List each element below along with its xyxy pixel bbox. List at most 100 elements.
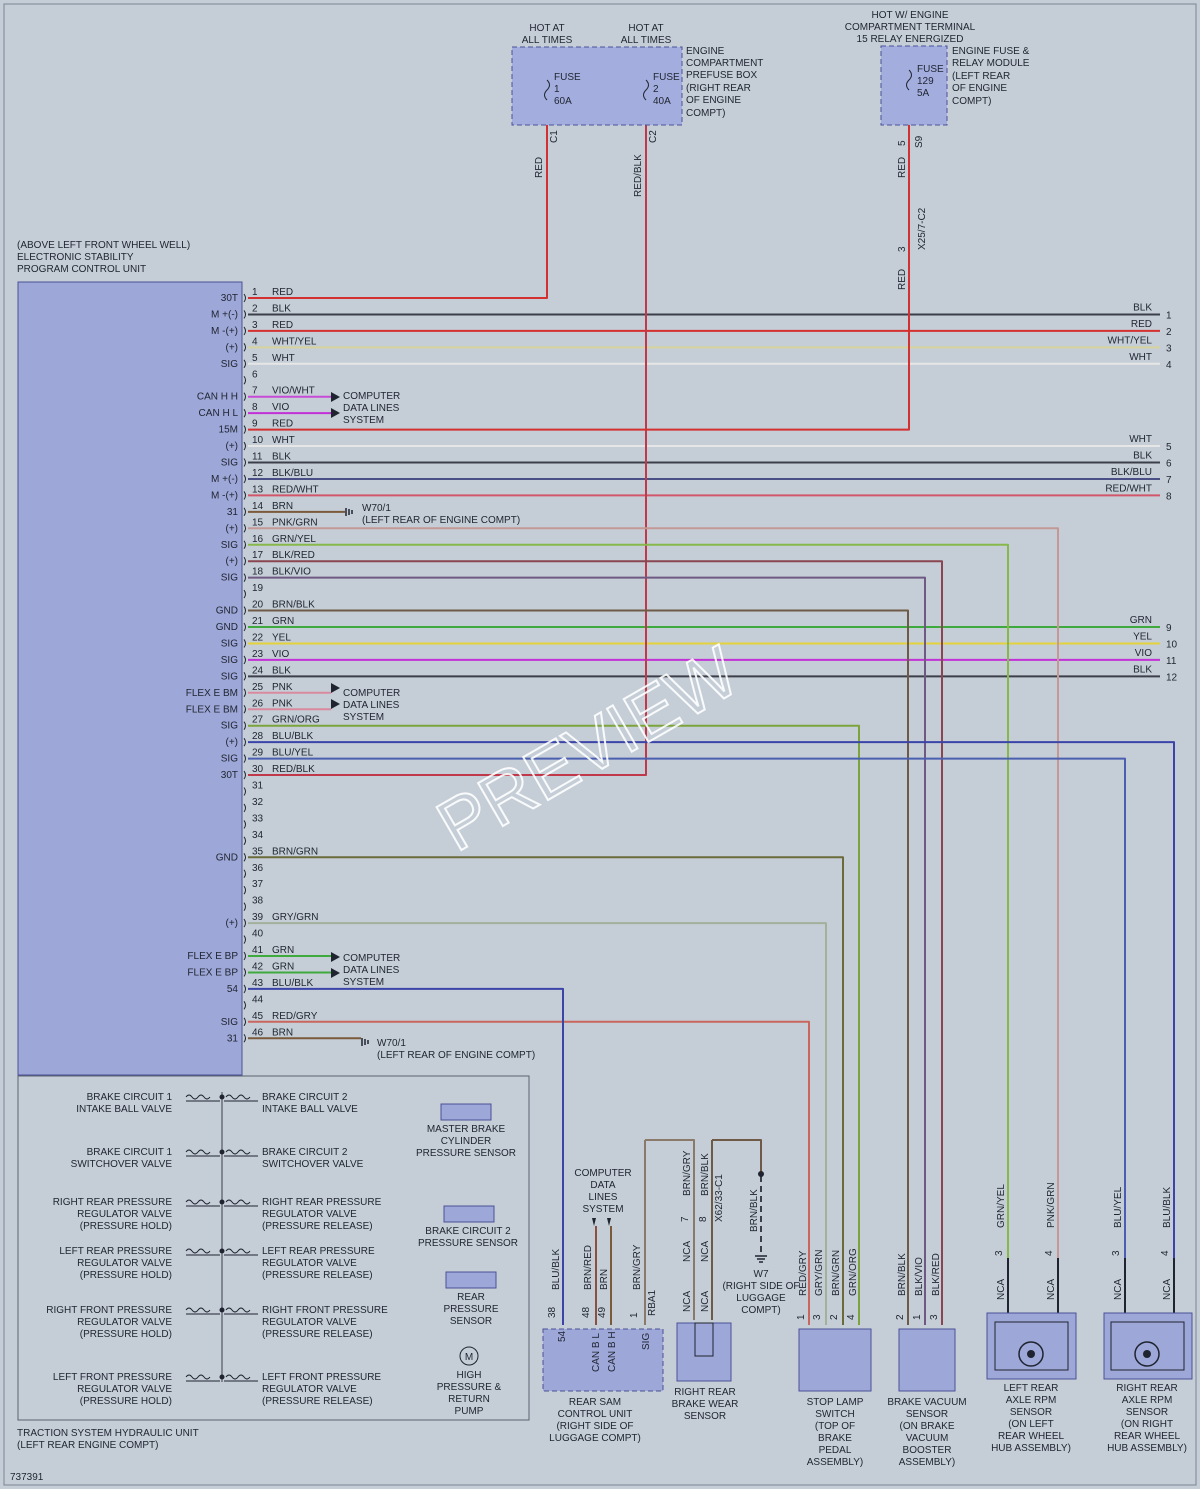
s9-label: S9: [914, 135, 925, 148]
master-brake-sensor-icon: [440, 1103, 492, 1121]
pin-wire-color-label: RED/BLK: [272, 764, 315, 775]
rear-sam-pinlabel-2: CAN B L: [591, 1333, 602, 1372]
w7-label-2: (RIGHT SIDE OF: [722, 1281, 799, 1292]
solenoid-icon: [224, 1307, 258, 1315]
pin-function-label: SIG: [221, 671, 238, 682]
pin-number: 11: [252, 452, 263, 463]
pin-function-label: (+): [226, 556, 239, 567]
right-rpm-wire-2: BLU/BLK: [1162, 1187, 1173, 1228]
pin-number: 16: [252, 534, 264, 545]
brake-wear-label-3: SENSOR: [684, 1411, 726, 1422]
pin-terminal-icon: [243, 853, 246, 862]
pin-function-label: GND: [216, 606, 238, 617]
right-wire-color-label: BLK: [1133, 451, 1152, 462]
pin-number: 21: [252, 616, 264, 627]
vacuum-wire-3: BLK/RED: [931, 1253, 942, 1296]
pin-number: 37: [252, 879, 264, 890]
rear-pressure-sensor-line3: SENSOR: [450, 1316, 492, 1327]
vacuum-label-5: BOOSTER: [903, 1445, 952, 1456]
hot-at-all-times-2-line2: ALL TIMES: [621, 35, 672, 46]
left-rpm-wire-2: PNK/GRN: [1046, 1182, 1057, 1228]
brake-wear-nca-1b: NCA: [682, 1291, 693, 1312]
solenoid-icon: [224, 1149, 258, 1157]
solenoid-icon: [185, 1094, 220, 1102]
wire-drop-pin-16: [248, 543, 1009, 1258]
pin-number: 30: [252, 764, 264, 775]
frame: [3, 3, 1197, 1486]
solenoid-icon: [185, 1374, 220, 1382]
fuse-129-line2: 129: [917, 76, 934, 87]
fuse-1-line2: 1: [554, 84, 560, 95]
valve-right-label: RIGHT FRONT PRESSURE: [262, 1305, 388, 1316]
vacuum-wire-2: BLK/VIO: [914, 1257, 925, 1296]
prefuse-label-3: PREFUSE BOX: [686, 70, 757, 81]
pin-number: 2: [252, 303, 258, 314]
brake-wear-pin-2: 8: [698, 1216, 709, 1222]
pin-number: 3: [252, 320, 258, 331]
circuit2-sensor-line2: PRESSURE SENSOR: [418, 1238, 518, 1249]
right-rpm-hub-icon: [1143, 1350, 1151, 1358]
brake-wear-nca-2b: NCA: [700, 1291, 711, 1312]
prefuse-box: HOT AT ALL TIMES HOT AT ALL TIMES FUSE 1…: [511, 23, 763, 197]
pin-terminal-icon: [243, 902, 246, 911]
pin-number: 32: [252, 797, 264, 808]
valve-left-label: BRAKE CIRCUIT 1: [87, 1147, 173, 1158]
pin-function-label: SIG: [221, 721, 238, 732]
valve-right-label: (PRESSURE RELEASE): [262, 1329, 373, 1340]
right-rear-rpm-sensor: BLU/YEL BLU/BLK 3 4 NCA NCA RIGHT REAR A…: [1103, 1186, 1193, 1454]
right-wire-color-label: GRN: [1130, 615, 1152, 626]
valve-left-label: RIGHT FRONT PRESSURE: [46, 1305, 172, 1316]
pin-number: 35: [252, 846, 264, 857]
cdl-2-line3: SYSTEM: [343, 712, 384, 723]
wire-drop-pin-35: [248, 856, 844, 1325]
pin-number: 26: [252, 698, 264, 709]
brake-wear-sensor: BRN/GRY BRN/BLK 7 8 X62/33-C1 NCA NCA NC…: [672, 1150, 739, 1422]
rear-sam-cdl-arrow-a: [592, 1218, 596, 1226]
pin-terminal-icon: [243, 820, 246, 829]
stop-lamp-pin-1: 1: [796, 1314, 807, 1320]
module-label-1: (ABOVE LEFT FRONT WHEEL WELL): [17, 240, 190, 251]
pin-function-label: SIG: [221, 754, 238, 765]
pin-number: 7: [252, 386, 258, 397]
stop-lamp-pin-3: 2: [829, 1314, 840, 1320]
relay-module-label-4: OF ENGINE: [952, 83, 1007, 94]
wire-drop-pin-45: [248, 1020, 810, 1325]
stop-lamp-label-6: ASSEMBLY): [807, 1457, 864, 1468]
esp-control-unit: (ABOVE LEFT FRONT WHEEL WELL) ELECTRONIC…: [17, 240, 320, 1076]
brake-wear-inner: [694, 1322, 714, 1357]
pin-terminal-icon: [243, 524, 246, 533]
brake-wear-splice: X62/33-C1: [714, 1174, 725, 1222]
pin-terminal-icon: [243, 441, 246, 451]
vacuum-pin-1: 2: [895, 1314, 906, 1320]
prefuse-box-outline: [511, 46, 683, 126]
pin-wire-color-label: VIO: [272, 649, 289, 660]
hydraulic-label-2: (LEFT REAR ENGINE COMPT): [17, 1440, 159, 1451]
ground-icon: [361, 1038, 369, 1046]
pin-function-label: 31: [227, 1033, 239, 1044]
valve-left-label: INTAKE BALL VALVE: [76, 1104, 172, 1115]
pin-wire-color-label: GRN/YEL: [272, 534, 316, 545]
rear-sam-cdl-4: SYSTEM: [582, 1204, 623, 1215]
solenoid-icon: [185, 1248, 220, 1256]
right-rpm-label-2: AXLE RPM: [1122, 1395, 1173, 1406]
left-rpm-label-1: LEFT REAR: [1004, 1383, 1059, 1394]
valve-left-label: REGULATOR VALVE: [77, 1317, 172, 1328]
prefuse-label-2: COMPARTMENT: [686, 58, 763, 69]
wire-drop-pin-28: [248, 741, 1175, 1258]
pin-wire-color-label: RED: [272, 419, 293, 430]
pin-number: 44: [252, 994, 264, 1005]
s9-pin-label: 5: [897, 140, 908, 146]
pin-wire-color-label: BRN/GRN: [272, 846, 318, 857]
wire-drop-pin-17: [248, 560, 943, 1325]
pin-wire-color-label: GRY/GRN: [272, 912, 319, 923]
right-output-number: 1: [1166, 310, 1172, 321]
rear-sam-cdl-arrow-b: [607, 1218, 611, 1226]
vacuum-pin-3: 3: [929, 1314, 940, 1320]
w7-wire: BRN/BLK: [749, 1189, 760, 1232]
hot-w-engine-line1: HOT W/ ENGINE: [871, 10, 948, 21]
right-rpm-label-6: HUB ASSEMBLY): [1107, 1443, 1187, 1454]
rear-sam-cdl-2: DATA: [590, 1180, 616, 1191]
pin-function-label: (+): [226, 737, 239, 748]
pin-number: 28: [252, 731, 264, 742]
